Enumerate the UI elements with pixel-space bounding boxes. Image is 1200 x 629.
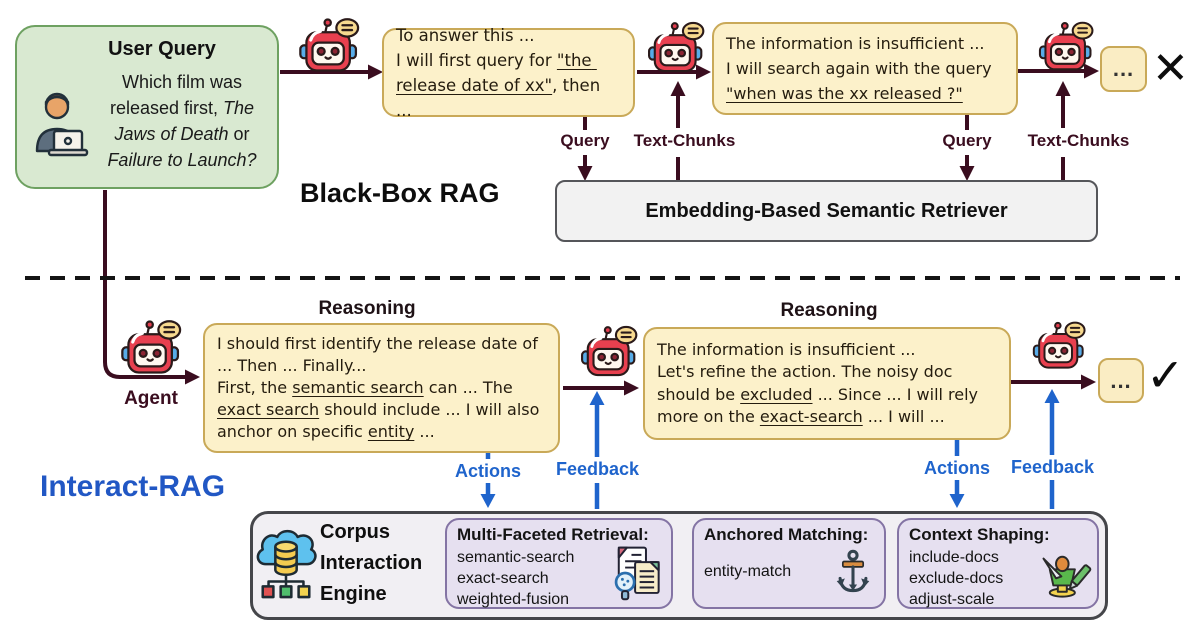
reasoning-label: Reasoning xyxy=(318,298,416,319)
module-context-shaping: Context Shaping: include-docs exclude-do… xyxy=(897,518,1099,609)
module-title: Multi-Faceted Retrieval: xyxy=(457,525,649,544)
interact-rag-section-label: Interact-RAG xyxy=(40,470,226,503)
query-label: Query xyxy=(560,131,610,150)
query-label: Query xyxy=(942,131,992,150)
llm-robot-icon xyxy=(645,20,707,78)
blackbox-thought-bubble-1: To answer this ... I will first query fo… xyxy=(382,26,635,120)
user-query-title: User Query xyxy=(108,38,216,60)
module-title: Context Shaping: xyxy=(909,525,1050,544)
continuation-box: ... xyxy=(1100,46,1147,92)
failure-x-mark: ✕ xyxy=(1152,44,1189,93)
feedback-label: Feedback xyxy=(1010,457,1095,477)
user-query-text: Which film was released first, The Jaws … xyxy=(107,72,257,170)
text-chunks-label: Text-Chunks xyxy=(633,131,736,150)
agent-robot-icon xyxy=(1030,320,1088,374)
blackbox-rag-section-label: Black-Box RAG xyxy=(300,178,500,208)
ellipsis-text: ... xyxy=(1112,56,1135,81)
interact-reasoning-bubble-2: The information is insufficient ... Let'… xyxy=(643,327,1011,440)
success-check-mark: ✓ xyxy=(1146,349,1185,401)
user-query-box: User Query Which film was released first… xyxy=(15,25,279,189)
actions-label: Actions xyxy=(923,458,990,478)
semantic-retriever-box: Embedding-Based Semantic Retriever xyxy=(555,180,1098,242)
anchor-icon xyxy=(834,547,872,599)
text-chunks-label: Text-Chunks xyxy=(1027,131,1130,150)
module-anchored-matching: Anchored Matching: entity-match xyxy=(692,518,886,609)
document-search-icon xyxy=(607,544,665,602)
llm-robot-icon xyxy=(1036,20,1096,76)
cloud-database-icon xyxy=(254,527,318,607)
module-title: Anchored Matching: xyxy=(704,525,869,544)
retriever-label: Embedding-Based Semantic Retriever xyxy=(645,199,1008,222)
llm-robot-icon xyxy=(296,16,362,78)
ellipsis-text: ... xyxy=(1110,367,1132,393)
module-items: semantic-search exact-search weighted-fu… xyxy=(457,549,575,608)
engine-title: Corpus Interaction Engine xyxy=(320,521,423,605)
agent-robot-icon xyxy=(578,324,640,382)
user-person-icon xyxy=(27,89,93,163)
feedback-label: Feedback xyxy=(555,459,640,479)
module-items: entity-match xyxy=(704,563,792,580)
reasoning-label: Reasoning xyxy=(780,300,878,321)
agent-label: Agent xyxy=(124,388,178,409)
blackbox-thought-bubble-2: The information is insufficient ... I wi… xyxy=(712,22,1018,115)
continuation-box: ... xyxy=(1098,358,1144,403)
actions-label: Actions xyxy=(454,461,521,481)
interact-reasoning-bubble-1: I should first identify the release date… xyxy=(203,323,560,453)
shaping-tools-icon xyxy=(1038,546,1092,598)
module-multi-faceted-retrieval: Multi-Faceted Retrieval: semantic-search… xyxy=(445,518,673,609)
module-items: include-docs exclude-docs adjust-scale xyxy=(909,549,1004,608)
agent-robot-icon xyxy=(118,318,184,380)
